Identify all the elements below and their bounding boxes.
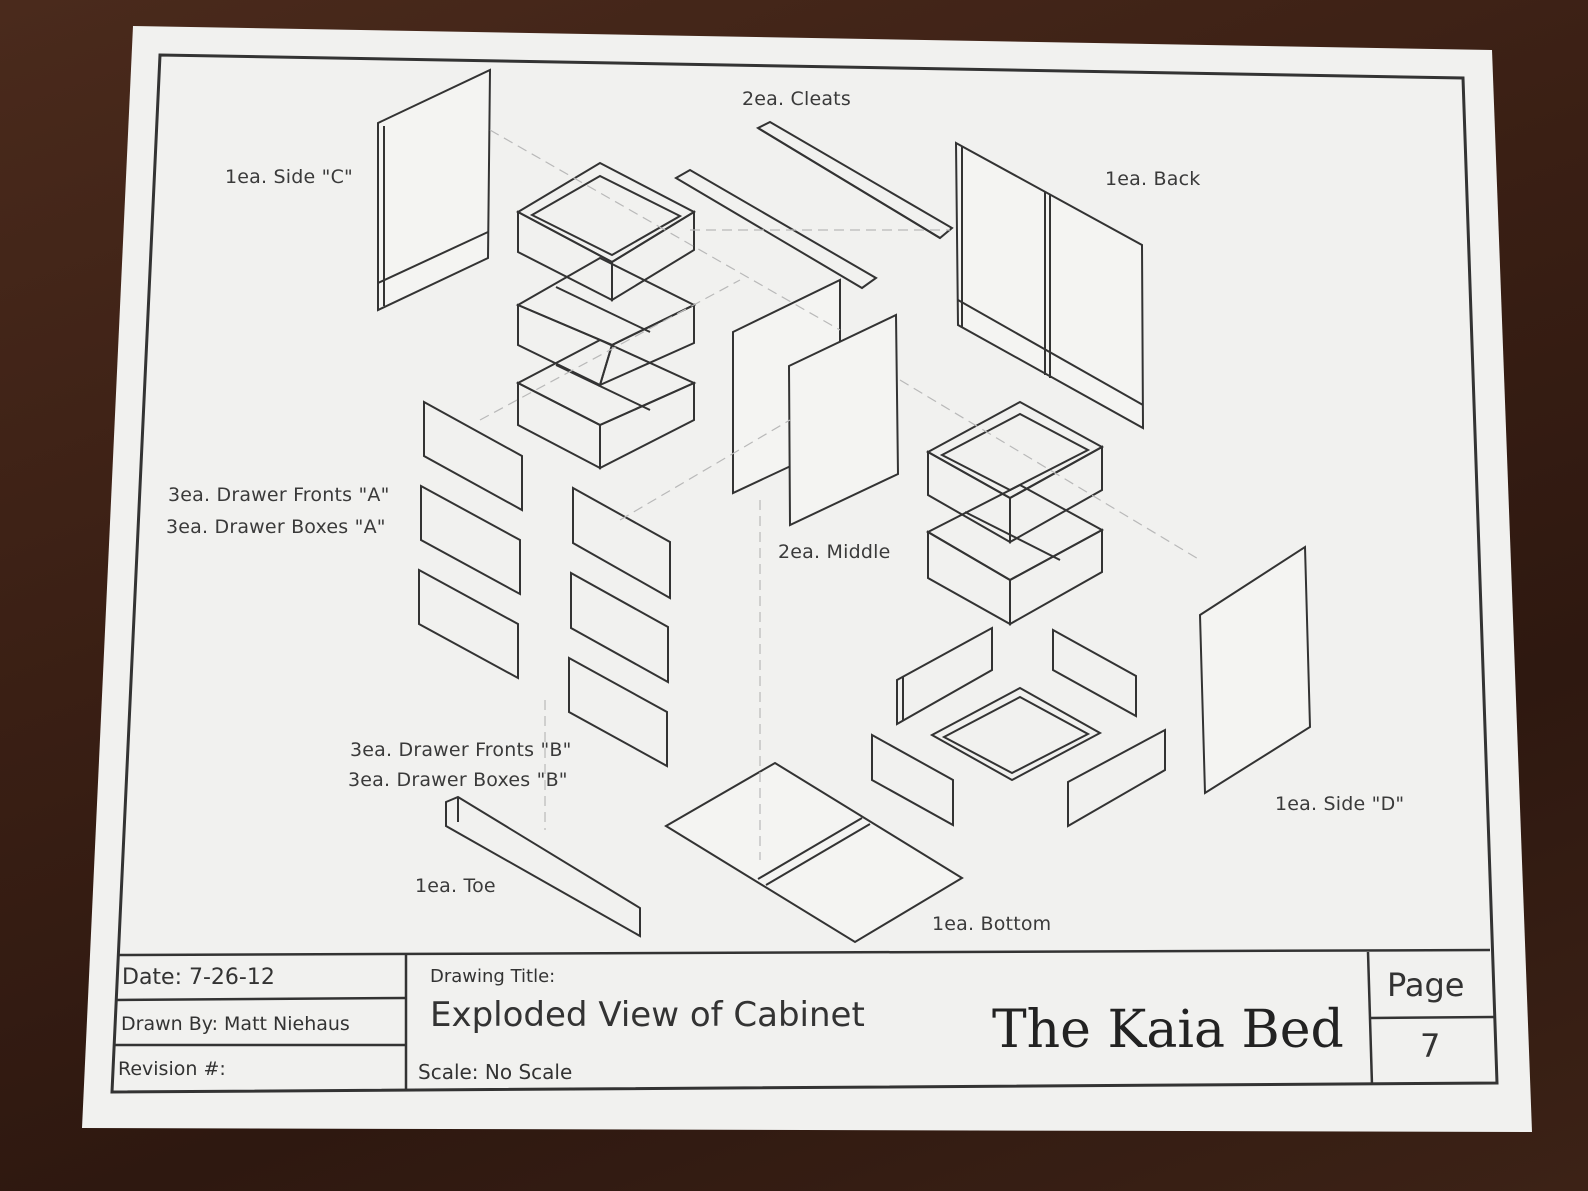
label-drawer-fronts-b: 3ea. Drawer Fronts "B" [350, 739, 572, 761]
label-bottom: 1ea. Bottom [932, 913, 1052, 935]
drawer-fronts-b [568, 486, 671, 768]
drawer-fronts-a [418, 400, 523, 680]
bottom-panel [664, 761, 964, 944]
back-panel [954, 141, 1145, 430]
brand-title: The Kaia Bed [992, 1000, 1344, 1060]
drawer-boxes-b [925, 400, 1105, 626]
label-toe: 1ea. Toe [415, 875, 496, 897]
page-label: Page [1387, 966, 1465, 1004]
drawing-border [110, 53, 1499, 1094]
drawing-title: Exploded View of Cabinet [430, 995, 865, 1035]
label-drawer-boxes-b: 3ea. Drawer Boxes "B" [348, 769, 568, 791]
label-back: 1ea. Back [1105, 168, 1201, 190]
revision-field: Revision #: [118, 1058, 226, 1080]
page-number: 7 [1420, 1027, 1441, 1065]
paper-sheet [82, 26, 1532, 1132]
date-field: Date: 7-26-12 [122, 965, 275, 990]
title-block-grid [114, 948, 1495, 1090]
construction-lines [479, 129, 1201, 860]
side-d-panel [1198, 545, 1312, 795]
label-middle: 2ea. Middle [778, 541, 891, 563]
scale-field: Scale: No Scale [418, 1060, 573, 1084]
drawing-title-label: Drawing Title: [430, 966, 556, 987]
exploded-drawer-parts [871, 626, 1166, 828]
middle-panels [732, 278, 900, 527]
drawer-boxes-a [515, 161, 697, 470]
parts-group [377, 68, 1312, 944]
side-c-panel [377, 68, 492, 312]
label-cleats: 2ea. Cleats [742, 88, 851, 110]
cleats [674, 120, 954, 290]
label-drawer-fronts-a: 3ea. Drawer Fronts "A" [168, 484, 390, 506]
toe-board [445, 795, 641, 938]
label-drawer-boxes-a: 3ea. Drawer Boxes "A" [166, 516, 386, 538]
label-side-c: 1ea. Side "C" [225, 166, 353, 188]
label-side-d: 1ea. Side "D" [1275, 793, 1405, 815]
drawn-by-field: Drawn By: Matt Niehaus [121, 1013, 350, 1035]
